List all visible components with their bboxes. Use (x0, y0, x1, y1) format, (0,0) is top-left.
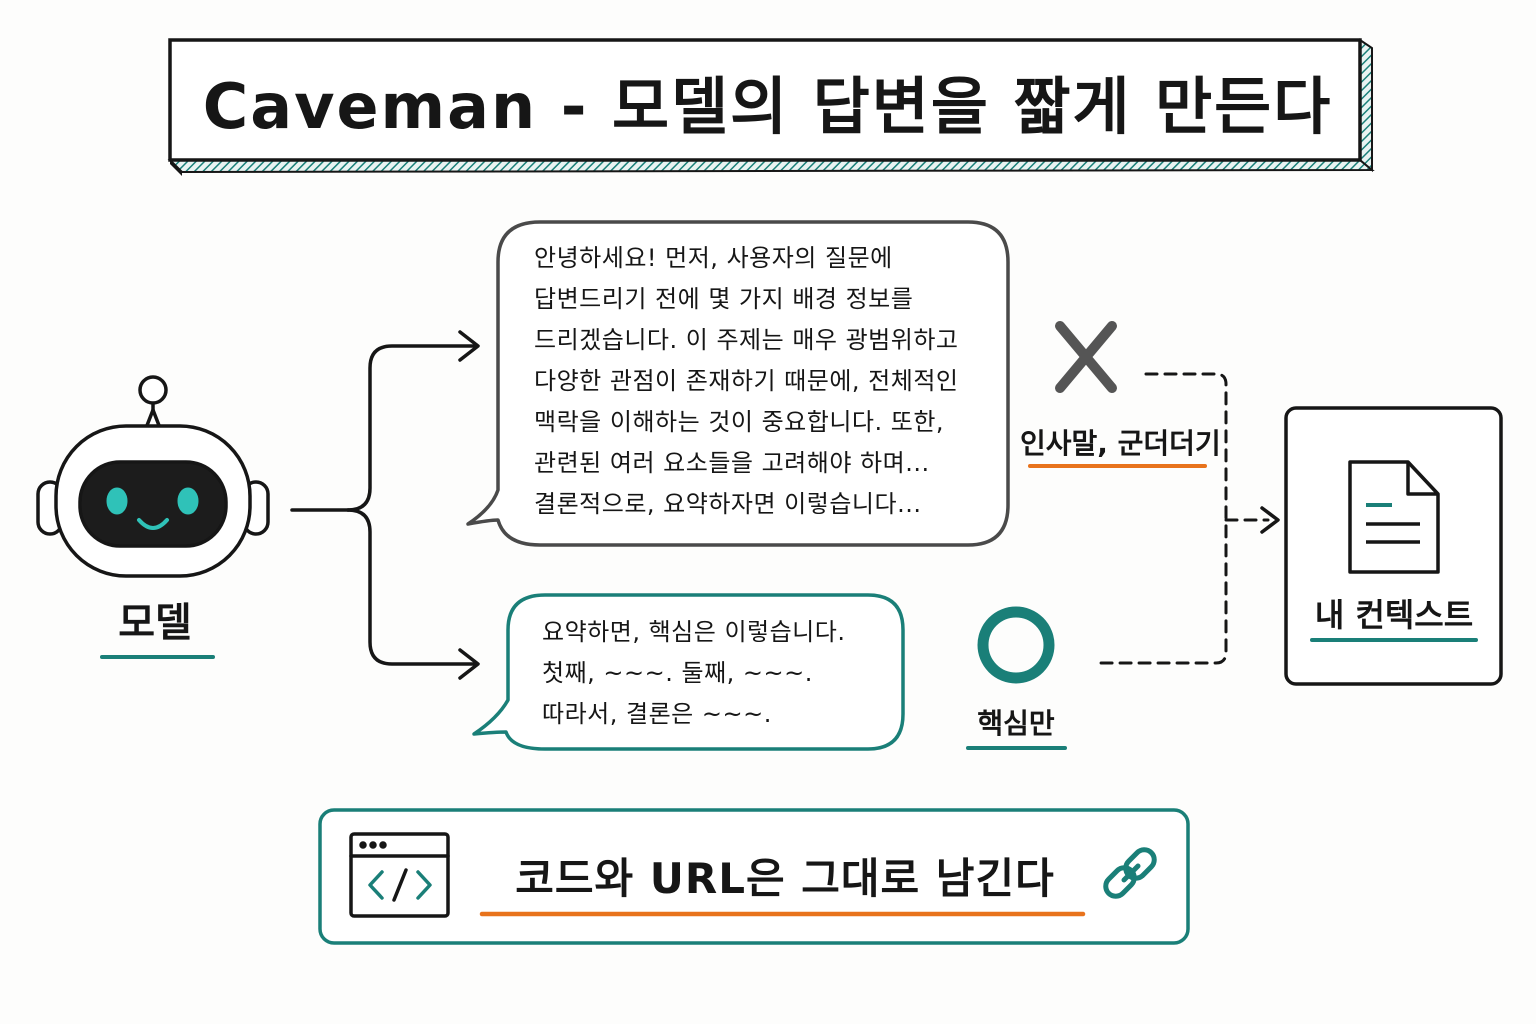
model-label: 모델 (118, 600, 192, 646)
concise-bubble (472, 593, 905, 751)
circle-mark-icon (977, 606, 1055, 684)
dashed-connector (1094, 372, 1270, 665)
verbose-line: 안녕하세요! 먼저, 사용자의 질문에 (534, 244, 893, 272)
context-label: 내 컨텍스트 (1314, 596, 1474, 634)
document-icon (1348, 460, 1440, 574)
verbose-bubble (466, 220, 1010, 547)
arrow-head-bottom (458, 648, 480, 680)
bottom-banner (318, 808, 1190, 945)
context-arrow-head (1260, 506, 1280, 534)
verbose-line: 다양한 관점이 존재하기 때문에, 전체적인 (534, 367, 959, 395)
verbose-line: 맥락을 이해하는 것이 중요합니다. 또한, (534, 408, 945, 436)
verbose-line: 결론적으로, 요약하자면 이렇습니다... (534, 490, 922, 518)
branch-connector (290, 330, 480, 680)
title-box (167, 38, 1375, 176)
arrow-head-top (458, 330, 480, 362)
concise-line: 요약하면, 핵심은 이렇습니다. (542, 618, 846, 646)
page-title: Caveman - 모델의 답변을 짧게 만든다 (202, 70, 1333, 143)
bottom-banner-label: 코드와 URL은 그대로 남긴다 (515, 853, 1055, 903)
concise-answer-text: 요약하면, 핵심은 이렇습니다. 첫째, ~~~. 둘째, ~~~. 따라서, … (542, 612, 845, 735)
verbose-line: 답변드리기 전에 몇 가지 배경 정보를 (534, 285, 914, 313)
verbose-answer-text: 안녕하세요! 먼저, 사용자의 질문에 답변드리기 전에 몇 가지 배경 정보를… (534, 238, 959, 525)
verbose-line: 관련된 여러 요소들을 고려해야 하며... (534, 449, 930, 477)
concise-line: 따라서, 결론은 ~~~. (542, 700, 772, 728)
x-mark-icon (1055, 321, 1117, 393)
link-icon (1103, 847, 1157, 899)
code-window-icon (349, 832, 450, 918)
verbose-line: 드리겠습니다. 이 주제는 매우 광범위하고 (534, 326, 959, 354)
robot-icon (36, 375, 270, 578)
verbose-tag: 인사말, 군더더기 (1020, 427, 1221, 460)
concise-tag: 핵심만 (977, 707, 1055, 740)
concise-line: 첫째, ~~~. 둘째, ~~~. (542, 659, 813, 687)
